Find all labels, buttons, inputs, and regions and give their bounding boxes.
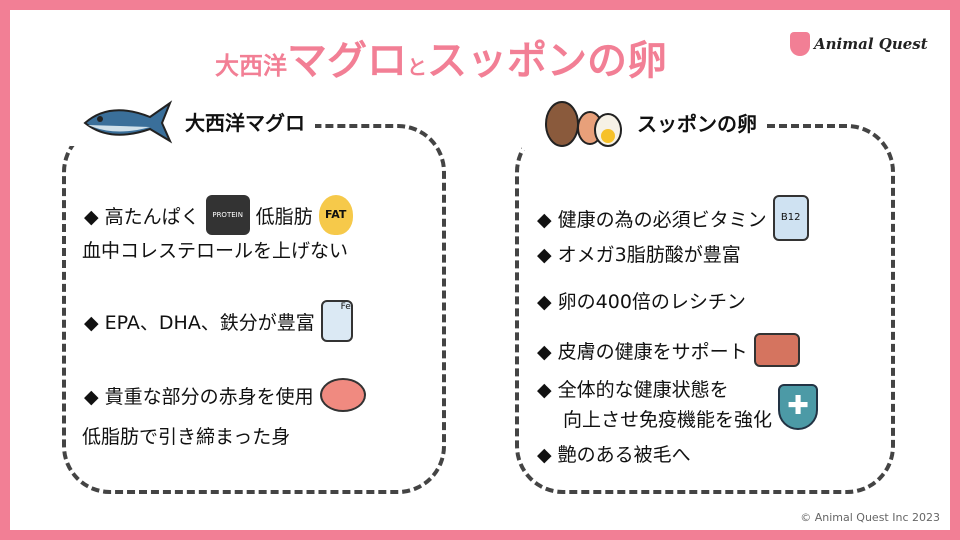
item-text: 向上させ免疫機能を強化 <box>563 409 773 431</box>
list-item: ◆ 皮膚の健康をサポート <box>537 333 800 367</box>
heading-text: 大西洋マグロ <box>185 110 305 135</box>
red-meat-icon <box>319 378 366 412</box>
turtle-egg-icon <box>545 101 622 147</box>
list-item: ◆ 全体的な健康状態を <box>537 379 729 401</box>
logo-text: Animal Quest <box>814 35 928 53</box>
heading-text: スッポンの卵 <box>637 111 757 136</box>
list-item: ◆ 高たんぱく PROTEIN 低脂肪 FAT <box>84 195 353 235</box>
item-text: 低脂肪 <box>255 205 313 228</box>
list-item: ◆ 卵の400倍のレシチン <box>537 291 746 313</box>
item-text: ◆ 皮膚の健康をサポート <box>537 340 748 363</box>
page-title: 大西洋マグロとスッポンの卵 <box>215 28 667 86</box>
item-text: ◆ 健康の為の必須ビタミン <box>537 208 767 231</box>
list-item-continued: 血中コレステロールを上げない <box>82 240 349 262</box>
item-text: ◆ 貴重な部分の赤身を使用 <box>84 385 314 408</box>
list-item-continued: 向上させ免疫機能を強化 ✚ <box>563 383 819 432</box>
logo: Animal Quest <box>790 32 928 56</box>
title-part: と <box>407 55 427 79</box>
item-text: ◆ 高たんぱく <box>84 205 200 228</box>
title-part: スッポンの卵 <box>427 38 667 84</box>
list-item-continued: 低脂肪で引き締まった身 <box>82 426 291 448</box>
list-item: ◆ 艶のある被毛へ <box>537 444 691 466</box>
title-part: マグロ <box>287 38 407 84</box>
list-item: ◆ EPA、DHA、鉄分が豊富 Fe <box>84 300 353 342</box>
list-item: ◆ オメガ3脂肪酸が豊富 <box>537 244 741 266</box>
item-text: ◆ EPA、DHA、鉄分が豊富 <box>84 311 315 334</box>
tuna-heading: 大西洋マグロ <box>70 96 315 146</box>
copyright: © Animal Quest Inc 2023 <box>800 511 940 524</box>
immune-shield-icon: ✚ <box>778 383 819 430</box>
list-item: ◆ 健康の為の必須ビタミン B12 <box>537 195 809 241</box>
fat-drop-icon: FAT <box>318 195 353 235</box>
shield-icon <box>790 32 810 56</box>
title-part: 大西洋 <box>215 52 287 80</box>
tuna-fish-icon <box>83 100 173 144</box>
vitamin-b12-bottle-icon: B12 <box>772 195 809 241</box>
protein-jar-icon: PROTEIN <box>205 195 250 235</box>
skin-layers-icon <box>753 333 800 367</box>
iron-supplement-icon: Fe <box>320 300 353 342</box>
list-item: ◆ 貴重な部分の赤身を使用 <box>84 378 366 412</box>
egg-heading: スッポンの卵 <box>522 94 767 150</box>
